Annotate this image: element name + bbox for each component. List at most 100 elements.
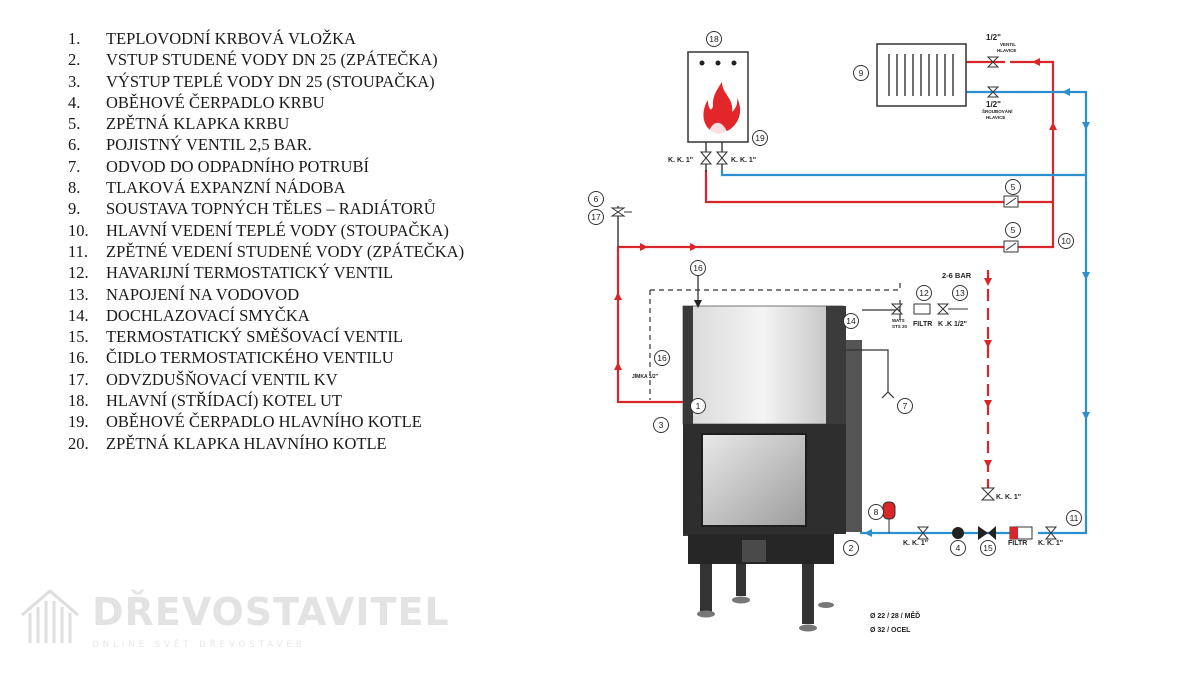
callout-number: 5 [1011,225,1016,235]
callout-circle [952,285,968,301]
legend-text: DOCHLAZOVACÍ SMYČKA [106,305,310,325]
legend-text: TERMOSTATICKÝ SMĚŠOVACÍ VENTIL [106,327,403,347]
label-filtr-top: FILTR [913,321,932,328]
callout-number: 5 [1011,182,1016,192]
callout-circle [654,350,670,366]
callout-circle [690,260,706,276]
label-pressure: 2-6 BAR [942,271,972,280]
label-kk-right: K. K. 1" [996,494,1021,501]
callout-circle [1066,510,1082,526]
label-rad-bot-size: 1/2" [986,100,1001,109]
callout-number: 16 [657,353,667,363]
watermark-logo-icon [21,589,79,643]
callout-circle [916,285,932,301]
radiator: 1/2" VENTIL HLAVICE 1/2" ŠROUBOVÁNÍ HLAV… [876,33,1016,120]
label-rad-top-valve2: HLAVICE [997,48,1016,53]
callout-number: 14 [846,316,856,326]
callout-number: 1 [696,401,701,411]
legend-text: POJISTNÝ VENTIL 2,5 BAR. [106,135,312,155]
legend-text: ODVZDUŠŇOVACÍ VENTIL KV [106,369,338,389]
legend-item: 9. SOUSTAVA TOPNÝCH TĚLES – RADIÁTORŮ [68,198,464,219]
callout-circle [868,504,884,520]
legend-item: 12. HAVARIJNÍ TERMOSTATICKÝ VENTIL [68,262,464,283]
label-jimka: JÍMKA 1/2" [632,372,659,380]
callout-circle [1005,179,1021,195]
callout-number: 11 [1070,513,1079,523]
callout-number: 16 [693,263,703,273]
legend-text: TEPLOVODNÍ KRBOVÁ VLOŽKA [106,29,356,48]
legend-number: 16. [68,348,89,368]
callout-number: 6 [594,194,599,204]
legend-text: HLAVNÍ VEDENÍ TEPLÉ VODY (STOUPAČKA) [106,220,449,240]
callout-number: 19 [755,133,765,143]
legend-number: 3. [68,71,81,91]
callout-circle [950,540,966,556]
legend-item: 3. VÝSTUP TEPLÉ VODY DN 25 (STOUPAČKA) [68,71,464,92]
label-watts2: STS 20 [892,324,908,329]
legend-item: 4. OBĚHOVÉ ČERPADLO KRBU [68,92,464,113]
legend-text: ZPĚTNÁ KLAPKA KRBU [106,114,290,134]
legend-number: 19. [68,412,89,432]
callout-number: 17 [591,212,601,222]
legend-item: 1.TEPLOVODNÍ KRBOVÁ VLOŽKA [68,28,464,49]
callout-circle [980,540,996,556]
legend-text: ZPĚTNÁ KLAPKA HLAVNÍHO KOTLE [106,433,387,453]
legend-number: 12. [68,263,89,283]
legend-item: 15. TERMOSTATICKÝ SMĚŠOVACÍ VENTIL [68,326,464,347]
legend-text: ZPĚTNÉ VEDENÍ STUDENÉ VODY (ZPÁTEČKA) [106,241,465,261]
watermark-subtitle: ONLINE SVĚT DŘEVOSTAVEB [92,640,306,650]
legend-number: 13. [68,284,89,304]
label-rad-bot-valve: ŠROUBOVÁNÍ [982,107,1013,114]
legend-number: 2. [68,50,81,70]
legend-text: HAVARIJNÍ TERMOSTATICKÝ VENTIL [106,263,394,283]
label-rad-top-size: 1/2" [986,33,1001,42]
legend-number: 6. [68,135,81,155]
callout-number: 15 [983,543,993,553]
legend-number: 9. [68,199,81,219]
label-rad-top-valve: VENTIL [1000,42,1016,47]
legend-number: 4. [68,92,81,112]
callout-circle [1005,222,1021,238]
hot-arrows [614,58,1057,468]
cooling-loop [649,280,901,400]
legend-text: ODVOD DO ODPADNÍHO POTRUBÍ [106,156,369,176]
callout-number: 4 [956,543,961,553]
legend-text: SOUSTAVA TOPNÝCH TĚLES – RADIÁTORŮ [106,199,436,219]
legend-item: 14. DOCHLAZOVACÍ SMYČKA [68,305,464,326]
callout-number: 18 [709,34,719,44]
legend-text: ČIDLO TERMOSTATICKÉHO VENTILU [106,348,394,368]
legend-item: 11.ZPĚTNÉ VEDENÍ STUDENÉ VODY (ZPÁTEČKA) [68,241,464,262]
legend-number: 18. [68,391,89,411]
legend-number: 15. [68,327,89,347]
legend-item: 6. POJISTNÝ VENTIL 2,5 BAR. [68,134,464,155]
legend-text: NAPOJENÍ NA VODOVOD [106,284,300,304]
callout-circle [853,65,869,81]
callout-circle [653,417,669,433]
label-watts1: WATS [892,318,905,323]
legend-number: 8. [68,178,81,198]
label-pipe-cu: Ø 22 / 28 / MĚĎ [870,611,920,620]
label-kk-bottom-right: K. K. 1" [1038,540,1063,547]
legend-item: 5.ZPĚTNÁ KLAPKA KRBU [68,113,464,134]
legend-text: VSTUP STUDENÉ VODY DN 25 (ZPÁTEČKA) [106,50,438,70]
legend-text: HLAVNÍ (STŘÍDACÍ) KOTEL UT [106,391,343,411]
callout-circle [843,313,859,329]
legend-number: 14. [68,305,89,325]
fireplace-insert [682,276,862,632]
legend-text: VÝSTUP TEPLÉ VODY DN 25 (STOUPAČKA) [106,71,435,91]
callout-number: 12 [919,288,929,298]
legend-number: 10. [68,220,89,240]
label-kk-boiler-left: K. K. 1" [668,157,693,164]
legend-item: 10. HLAVNÍ VEDENÍ TEPLÉ VODY (STOUPAČKA) [68,220,464,241]
cold-pipes [720,90,1088,535]
check-valves [1003,195,1019,253]
legend-text: OBĚHOVÉ ČERPADLO KRBU [106,92,325,112]
label-kk-half: K .K 1/2" [938,321,967,328]
legend-number: 20. [68,433,89,453]
callout-number: 13 [955,288,965,298]
safety-valve [610,206,632,247]
legend-item: 18. HLAVNÍ (STŘÍDACÍ) KOTEL UT [68,390,464,411]
callout-circle [690,398,706,414]
